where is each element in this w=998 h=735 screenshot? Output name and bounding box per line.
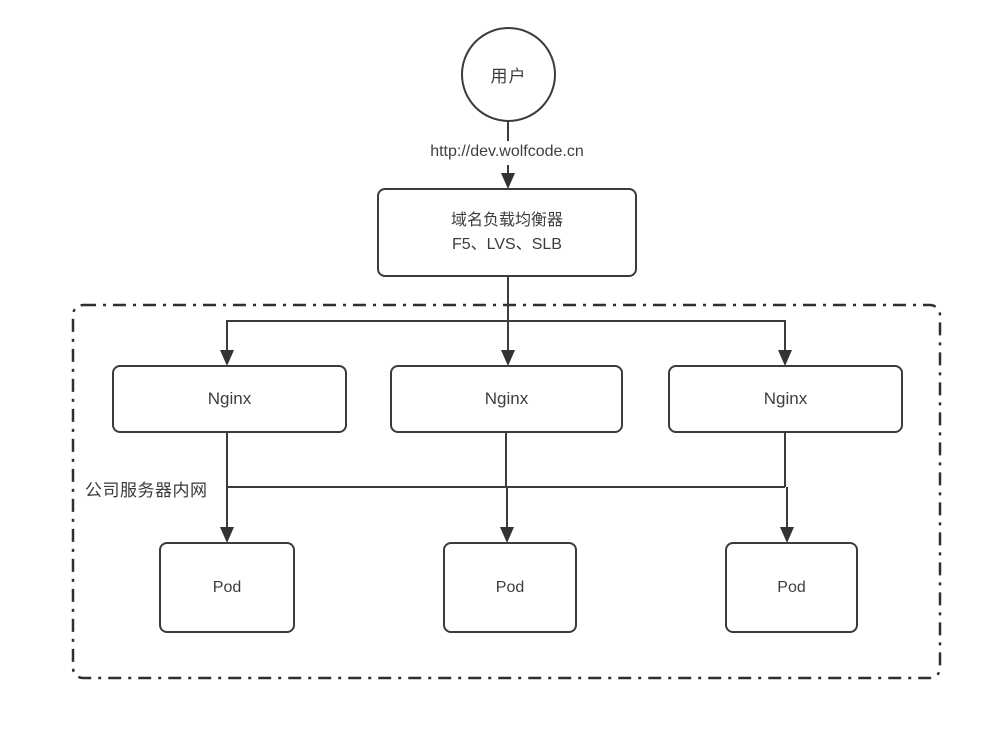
connector-loadbalancer-branch bbox=[220, 277, 792, 366]
nginx-node-1: Nginx bbox=[112, 365, 347, 433]
pod-node-1: Pod bbox=[159, 542, 295, 633]
load-balancer-subtitle: F5、LVS、SLB bbox=[452, 235, 562, 253]
intranet-boundary bbox=[71, 303, 942, 680]
load-balancer-node: 域名负载均衡器 F5、LVS、SLB bbox=[377, 188, 637, 277]
pod-node-label: Pod bbox=[495, 578, 525, 596]
nginx-node-label: Nginx bbox=[207, 389, 252, 408]
pod-node-2: Pod bbox=[443, 542, 577, 633]
connector-nginx-to-pods bbox=[220, 433, 794, 543]
url-label: http://dev.wolfcode.cn bbox=[430, 143, 584, 160]
nginx-node-label: Nginx bbox=[763, 389, 808, 408]
pod-node-label: Pod bbox=[777, 578, 806, 596]
arrowhead-icon bbox=[778, 350, 792, 366]
connector-url-to-loadbalancer bbox=[501, 165, 515, 189]
arrowhead-icon bbox=[500, 527, 514, 543]
load-balancer-title: 域名负载均衡器 bbox=[450, 211, 563, 229]
arrowhead-icon bbox=[220, 527, 234, 543]
arrowhead-icon bbox=[501, 173, 515, 189]
pod-node-label: Pod bbox=[212, 578, 242, 596]
pod-node-3: Pod bbox=[725, 542, 858, 633]
arrowhead-icon bbox=[220, 350, 234, 366]
intranet-label: 公司服务器内网 bbox=[85, 481, 208, 500]
nginx-node-3: Nginx bbox=[668, 365, 903, 433]
user-node: 用户 bbox=[461, 27, 556, 122]
user-node-label: 用户 bbox=[490, 67, 527, 86]
arrowhead-icon bbox=[780, 527, 794, 543]
arrowhead-icon bbox=[501, 350, 515, 366]
nginx-node-label: Nginx bbox=[484, 389, 529, 408]
nginx-node-2: Nginx bbox=[390, 365, 623, 433]
